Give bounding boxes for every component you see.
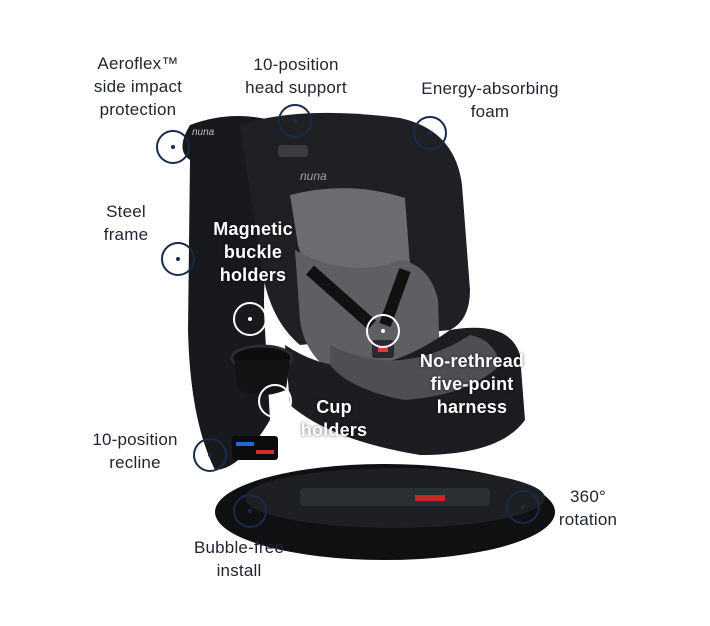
marker-recline [193,438,227,472]
callout-head-support: 10-position head support [232,53,360,99]
recline-indicator-red [256,450,274,454]
brand-logo-backrest: nuna [300,169,327,183]
head-support-adjuster [278,145,308,157]
callout-aeroflex-line2: side impact [93,77,183,96]
callout-energy-foam: Energy-absorbing foam [406,77,574,123]
marker-aeroflex [156,130,190,164]
base-indicator-strip [300,488,490,506]
callout-aeroflex-line1: Aeroflex™ [97,54,179,73]
callout-recline: 10-position recline [80,428,190,474]
callout-magnetic-buckle: Magnetic buckle holders [206,218,300,287]
brand-logo-top: nuna [192,127,215,138]
callout-bubble-install: Bubble-free install [180,536,298,582]
callout-harness-line1: No-rethread [419,351,525,371]
seat-cushion-insert [330,335,500,400]
callout-bubble-install-line1: Bubble-free [193,538,285,557]
recline-indicator-blue [236,442,254,446]
marker-steel-frame [161,242,195,276]
callout-bubble-install-line2: install [216,561,262,580]
callout-rotation-line1: 360° [570,487,606,506]
callout-steel-frame-line1: Steel [106,202,146,221]
marker-head-support [278,104,312,138]
marker-bubble-install [233,494,267,528]
callout-rotation: 360° rotation [548,485,628,531]
callout-head-support-line1: 10-position [253,55,339,74]
callout-rotation-line2: rotation [558,510,618,529]
marker-energy-foam [413,116,447,150]
callout-aeroflex: Aeroflex™ side impact protection [80,52,196,121]
marker-magnetic-buckle [233,302,267,336]
callout-harness: No-rethread five-point harness [410,350,534,419]
harness-strap-left [306,265,376,330]
base-indicator-red [415,495,445,501]
marker-rotation [506,490,540,524]
callout-steel-frame-line2: frame [103,225,149,244]
callout-cup-holders-line1: Cup [316,397,352,417]
callout-head-support-line2: head support [245,78,347,97]
callout-recline-line2: recline [109,453,161,472]
callout-harness-line3: harness [436,397,508,417]
callout-magnetic-buckle-line2: buckle [223,242,283,262]
callout-cup-holders: Cup holders [296,396,372,442]
callout-energy-foam-line2: foam [470,102,510,121]
callout-harness-line2: five-point [430,374,514,394]
callout-energy-foam-line1: Energy-absorbing [421,79,559,98]
marker-cup-holders [258,384,292,418]
callout-magnetic-buckle-line3: holders [219,265,287,285]
callout-steel-frame: Steel frame [94,200,158,246]
callout-recline-line1: 10-position [92,430,178,449]
callout-aeroflex-line3: protection [99,100,177,119]
harness-buckle-red [378,346,388,352]
callout-magnetic-buckle-line1: Magnetic [213,219,293,239]
marker-harness [366,314,400,348]
recline-indicator [232,436,278,460]
callout-cup-holders-line2: holders [300,420,368,440]
